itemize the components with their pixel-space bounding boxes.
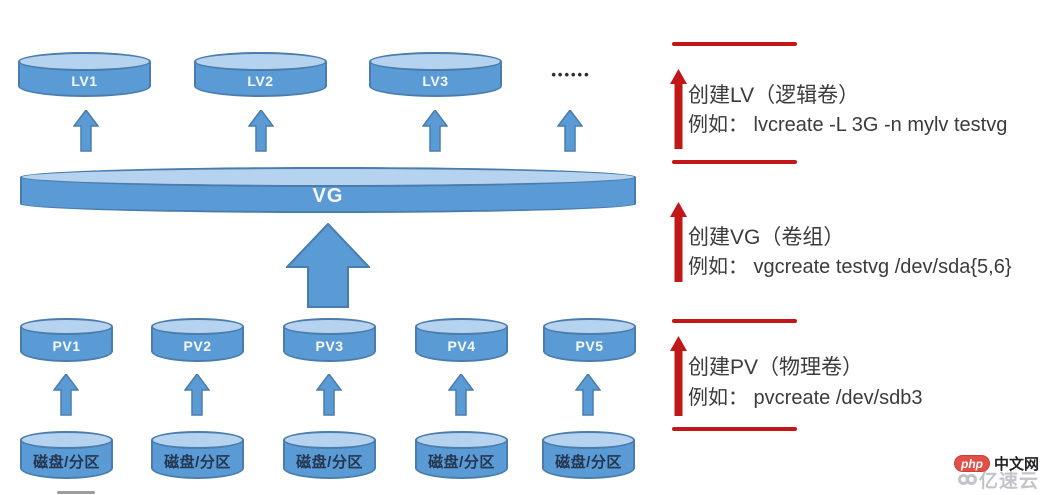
disk4-cylinder: 磁盘/分区 [415, 431, 508, 479]
pv5-cylinder: PV5 [543, 318, 636, 362]
vg-cylinder: VG [20, 167, 636, 213]
php-logo-text: php [961, 457, 983, 471]
cylinder-top-ellipse [369, 52, 502, 71]
cylinder-top-ellipse [415, 431, 508, 449]
up-arrow-icon [557, 110, 583, 152]
cylinder-top-ellipse [20, 318, 113, 335]
up-arrow-icon [575, 374, 601, 416]
pv5-label: PV5 [575, 338, 604, 354]
separator-line [672, 160, 797, 164]
lv1-cylinder: LV1 [18, 52, 151, 97]
bottom-edge-artifact [57, 491, 95, 494]
yisuyun-text: 亿速云 [979, 471, 1040, 492]
lv1-label: LV1 [71, 72, 98, 89]
cylinder-top-ellipse [151, 431, 244, 449]
pv1-label: PV1 [52, 338, 81, 354]
cylinder-top-ellipse [20, 167, 636, 187]
pv3-label: PV3 [315, 338, 344, 354]
step-pv-example: 例如： pvcreate /dev/sdb3 [688, 387, 923, 409]
pv2-cylinder: PV2 [151, 318, 244, 362]
lv2-label: LV2 [247, 72, 274, 89]
php-logo-icon: php [954, 455, 990, 472]
site-name-text: 中文网 [994, 456, 1040, 473]
red-up-arrow-icon [670, 336, 687, 416]
disk3-cylinder: 磁盘/分区 [283, 431, 376, 479]
disk4-label: 磁盘/分区 [428, 453, 495, 471]
up-arrow-icon [316, 374, 342, 416]
disk3-label: 磁盘/分区 [296, 453, 363, 471]
step-vg-title: 创建VG（卷组） [688, 226, 845, 249]
separator-line [672, 319, 797, 323]
step-lv-title: 创建LV（逻辑卷） [688, 84, 860, 107]
cylinder-top-ellipse [415, 318, 508, 335]
pv2-label: PV2 [183, 338, 212, 354]
more-lv-ellipsis: •••••• [551, 67, 591, 82]
disk5-label: 磁盘/分区 [555, 453, 622, 471]
lv3-label: LV3 [422, 72, 449, 89]
separator-line [672, 427, 797, 431]
lv3-cylinder: LV3 [369, 52, 502, 97]
cylinder-top-ellipse [543, 318, 636, 335]
cylinder-top-ellipse [20, 431, 113, 449]
cloud-icon [958, 474, 977, 485]
cylinder-top-ellipse [283, 431, 376, 449]
lv2-cylinder: LV2 [194, 52, 327, 97]
pv4-label: PV4 [447, 338, 476, 354]
disk2-cylinder: 磁盘/分区 [151, 431, 244, 479]
cylinder-top-ellipse [18, 52, 151, 71]
disk1-cylinder: 磁盘/分区 [20, 431, 113, 479]
big-up-arrow-icon [286, 223, 370, 308]
disk5-cylinder: 磁盘/分区 [542, 431, 635, 479]
pv4-cylinder: PV4 [415, 318, 508, 362]
phpcn-logo: php 中文网 [954, 453, 1039, 474]
up-arrow-icon [53, 374, 79, 416]
up-arrow-icon [248, 110, 274, 152]
yisuyun-watermark: 亿速云 [958, 466, 1039, 493]
red-up-arrow-icon [670, 202, 687, 282]
cylinder-top-ellipse [283, 318, 376, 335]
cylinder-top-ellipse [194, 52, 327, 71]
disk2-label: 磁盘/分区 [164, 453, 231, 471]
pv1-cylinder: PV1 [20, 318, 113, 362]
cylinder-top-ellipse [542, 431, 635, 449]
step-lv-example: 例如： lvcreate -L 3G -n mylv testvg [688, 114, 1008, 136]
step-vg-example: 例如： vgcreate testvg /dev/sda{5,6} [688, 256, 1012, 278]
vg-label: VG [312, 184, 344, 207]
up-arrow-icon [73, 110, 99, 152]
separator-line [672, 42, 797, 46]
pv3-cylinder: PV3 [283, 318, 376, 362]
up-arrow-icon [448, 374, 474, 416]
step-pv-title: 创建PV（物理卷） [688, 356, 864, 379]
disk1-label: 磁盘/分区 [33, 453, 100, 471]
up-arrow-icon [184, 374, 210, 416]
red-up-arrow-icon [670, 69, 687, 149]
up-arrow-icon [422, 110, 448, 152]
brand-watermark: 亿速云 php 中文网 [948, 450, 1053, 492]
cylinder-top-ellipse [151, 318, 244, 335]
